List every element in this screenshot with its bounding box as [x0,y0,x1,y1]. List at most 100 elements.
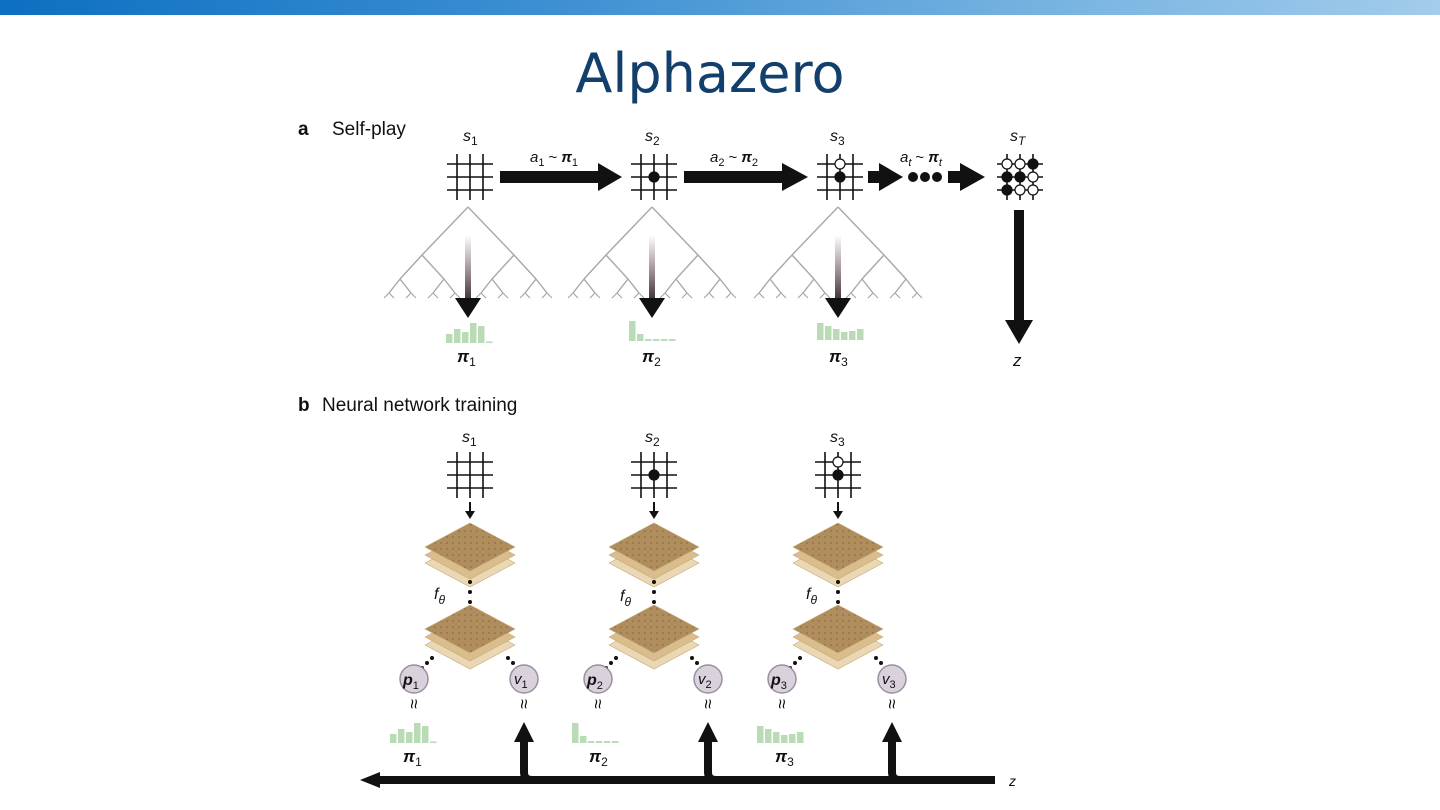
policy-head-dots [425,661,429,665]
action-label-2: a2~π2 [710,149,758,169]
tree-edge [883,254,907,280]
tree-leaf [388,292,395,299]
tree-edge [708,278,721,294]
tree-edge [697,254,721,280]
tree-leaf [475,292,482,299]
state-label-s3: s3 [830,128,845,148]
svg-text:v1: v1 [514,671,528,691]
tree-edge [524,278,537,294]
value-head-dots [511,661,515,665]
svg-text:v3: v3 [882,671,896,691]
tree-leaf [730,292,737,299]
tree-leaf [664,292,671,299]
network-layer [608,522,700,572]
tree-leaf [819,292,826,299]
policy-bar [765,729,772,743]
black-stone [648,171,660,183]
tree-leaf [916,292,923,299]
policy-bar [857,329,864,340]
tree-leaf [797,292,804,299]
state-label-sT: sT [1010,128,1027,148]
tree-edge [861,254,885,280]
tree-leaf [432,292,439,299]
tree-leaf [659,292,666,299]
policy-bar [637,334,644,341]
layer-ellipsis [468,590,472,594]
policy-head-dots [798,656,802,660]
outcome-label-a: z [1012,351,1022,370]
policy-bar [757,726,764,743]
search-tree-1 [383,206,553,299]
layer-ellipsis [652,580,656,584]
value-output-v3: v3 [877,664,907,694]
tree-leaf [889,292,896,299]
policy-bar [612,741,619,743]
tree-edge [605,206,653,256]
layer-ellipsis [836,590,840,594]
board-s2 [631,154,677,200]
policy-head-dots [614,656,618,660]
tree-edge [802,278,815,294]
tree-edge [491,278,504,294]
panel-b-letter: b [298,395,310,416]
value-head-dots [690,656,694,660]
value-head-dots [874,656,878,660]
network-column-3 [788,502,888,670]
value-head-dots [506,656,510,660]
tree-edge [837,206,885,256]
black-stone [832,469,844,481]
network-layer [792,522,884,572]
tree-edge [583,254,607,280]
tree-leaf [824,292,831,299]
tree-edge [399,278,412,294]
tree-leaf [850,292,857,299]
mcts-arrow-1 [455,235,481,318]
tree-edge [758,278,771,294]
tree-leaf [589,292,596,299]
tree-edge [627,278,640,294]
input-arrow-head [465,511,475,519]
tree-leaf [753,292,760,299]
network-layer [424,604,516,654]
tree-leaf [725,292,732,299]
tree-leaf [867,292,874,299]
layer-ellipsis [468,600,472,604]
policy-bar [462,332,469,343]
train-policy-label-pi2: π2 [589,747,608,769]
slide-title: Alphazero [575,42,845,105]
black-stone [1001,184,1013,196]
policy-histogram-pi2 [629,321,676,341]
train-state-label-s1: s1 [462,429,477,449]
mcts-arrow-3 [825,235,851,318]
tree-leaf [894,292,901,299]
value-head-dots [879,661,883,665]
black-stone [1001,171,1013,183]
black-stone [648,469,660,481]
policy-bar [430,741,437,743]
tree-leaf [449,292,456,299]
action-arrow-2 [684,163,808,191]
tree-edge [616,278,629,294]
policy-histogram-pi1 [446,323,493,343]
tree-edge [605,254,629,280]
tree-leaf [703,292,710,299]
value-head-dots [695,661,699,665]
tree-leaf [780,292,787,299]
tree-edge [769,254,793,280]
action-arrow-1 [500,163,622,191]
network-layer [792,604,884,654]
panel-b-heading: Neural network training [322,395,517,416]
tree-leaf [567,292,574,299]
policy-bar [797,732,804,743]
tree-leaf [686,292,693,299]
policy-bar [781,735,788,743]
tree-leaf [872,292,879,299]
tree-edge [850,278,863,294]
policy-head-dots [793,661,797,665]
board-sT [997,154,1043,200]
policy-bar [817,323,824,340]
tree-edge [491,254,515,280]
policy-head-dots [609,661,613,665]
white-stone [1001,158,1013,170]
policy-bar [773,732,780,743]
